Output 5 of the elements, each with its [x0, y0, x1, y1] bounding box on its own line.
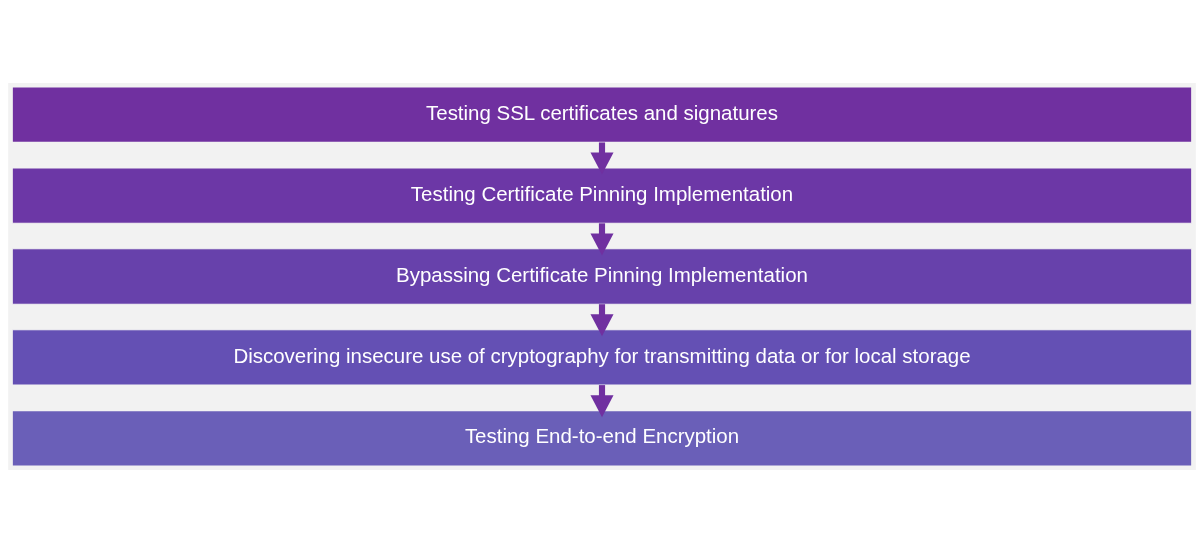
node-box: Testing SSL certificates and signatures — [11, 86, 1193, 143]
node-box: Testing End-to-end Encryption — [11, 409, 1193, 466]
node-box: Bypassing Certificate Pinning Implementation — [11, 247, 1193, 305]
node-box: Discovering insecure use of cryptography for transmitting data or for local storage — [11, 328, 1193, 386]
node-box: Testing Certificate Pinning Implementation — [11, 166, 1193, 224]
